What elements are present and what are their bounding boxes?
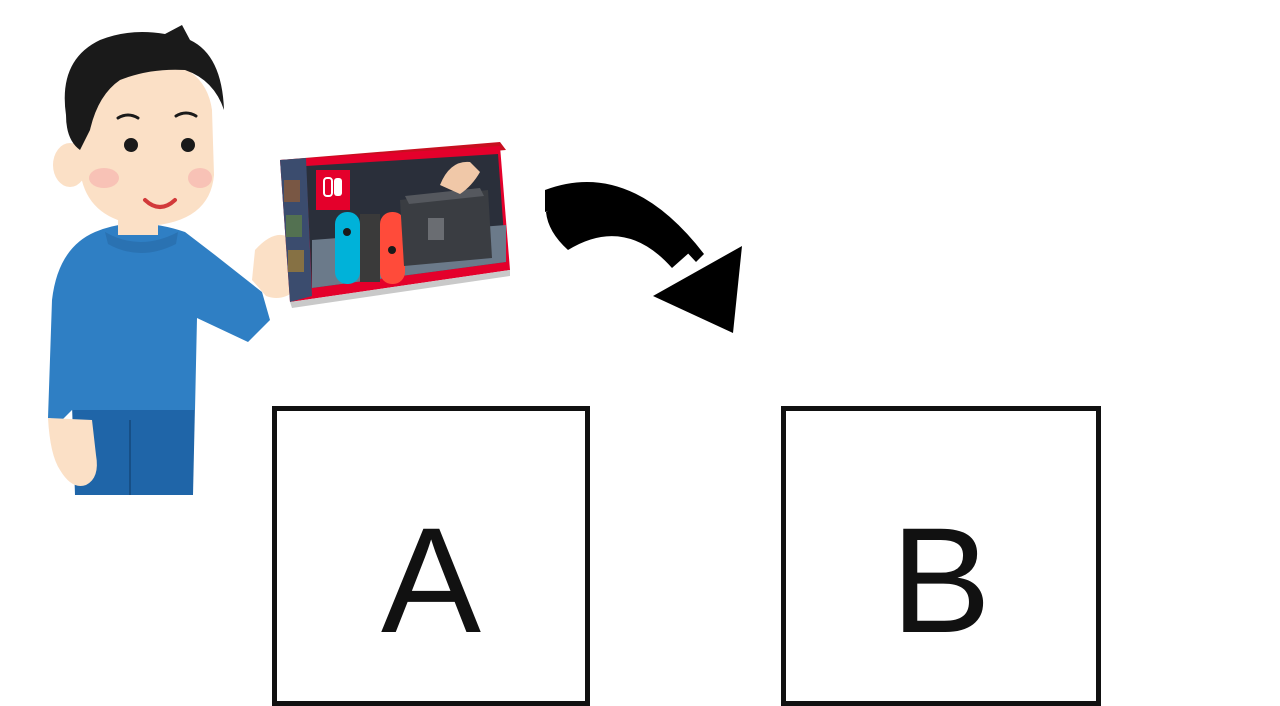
person-holding-box-icon	[48, 25, 296, 495]
box-a: A	[272, 406, 590, 706]
box-a-label: A	[380, 496, 482, 664]
scene-illustration	[48, 25, 742, 495]
curved-arrow-icon	[545, 182, 742, 333]
game-console-box-icon	[280, 142, 510, 308]
box-b: B	[781, 406, 1101, 706]
box-b-label: B	[890, 496, 992, 664]
